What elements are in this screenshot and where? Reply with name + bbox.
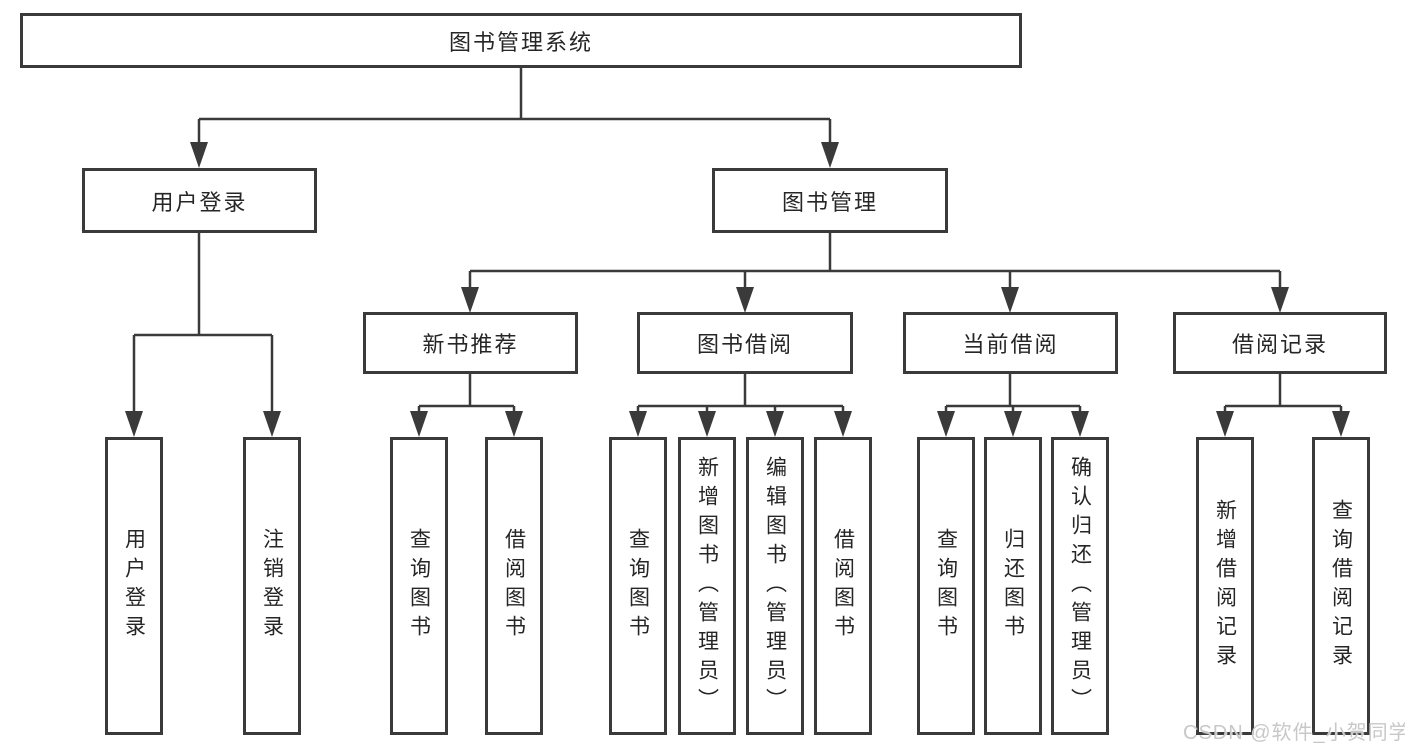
arrow-icon	[1001, 287, 1019, 313]
arrow-icon	[461, 287, 479, 313]
node-book-management: 图书管理	[712, 168, 948, 233]
arrow-icon	[766, 411, 784, 437]
node-leaf-confirm-return-admin: 确认归还（管理员）	[1051, 437, 1109, 735]
arrow-icon	[1271, 287, 1289, 313]
arrow-icon	[937, 411, 955, 437]
connector-root	[197, 68, 832, 146]
arrow-icon	[698, 411, 716, 437]
node-current-borrowing: 当前借阅	[903, 312, 1118, 374]
node-leaf-edit-books-admin: 编辑图书（管理员）	[746, 437, 804, 735]
node-user-login: 用户登录	[82, 168, 317, 233]
node-leaf-logout: 注销登录	[243, 437, 301, 735]
node-leaf-add-books-admin: 新增图书（管理员）	[678, 437, 736, 735]
arrow-icon	[505, 411, 523, 437]
arrow-icon	[629, 411, 647, 437]
connector-book-management	[468, 233, 1282, 292]
arrow-icon	[1071, 411, 1089, 437]
connector-borrowing-records	[1223, 374, 1343, 416]
node-book-borrowing: 图书借阅	[637, 312, 853, 374]
node-leaf-borrow-books-borrowing: 借阅图书	[814, 437, 872, 735]
node-borrowing-records: 借阅记录	[1173, 312, 1387, 374]
arrow-icon	[736, 287, 754, 313]
node-leaf-borrow-books-recommend: 借阅图书	[485, 437, 543, 735]
connector-book-borrowing	[636, 374, 845, 416]
node-leaf-query-books-borrowing: 查询图书	[609, 437, 667, 735]
arrow-icon	[410, 411, 428, 437]
node-leaf-add-borrow-record: 新增借阅记录	[1196, 437, 1254, 735]
connector-current-borrowing	[944, 374, 1082, 416]
node-library-system: 图书管理系统	[20, 13, 1022, 68]
arrow-icon	[1004, 411, 1022, 437]
arrow-icon	[1332, 411, 1350, 437]
node-leaf-query-borrow-record: 查询借阅记录	[1312, 437, 1370, 735]
arrow-icon	[1216, 411, 1234, 437]
watermark: CSDN @软件_小贺同学	[1183, 722, 1405, 744]
node-leaf-query-books-recommend: 查询图书	[390, 437, 448, 735]
node-leaf-user-login: 用户登录	[105, 437, 163, 735]
connector-new-book-recommend	[417, 374, 516, 416]
node-new-book-recommend: 新书推荐	[363, 312, 578, 374]
connector-user-login	[132, 233, 274, 416]
arrow-icon	[125, 411, 143, 437]
arrow-icon	[834, 411, 852, 437]
arrow-icon	[190, 142, 208, 168]
arrow-icon	[263, 411, 281, 437]
arrow-icon	[821, 142, 839, 168]
node-leaf-query-books-current: 查询图书	[917, 437, 975, 735]
node-leaf-return-books: 归还图书	[984, 437, 1042, 735]
